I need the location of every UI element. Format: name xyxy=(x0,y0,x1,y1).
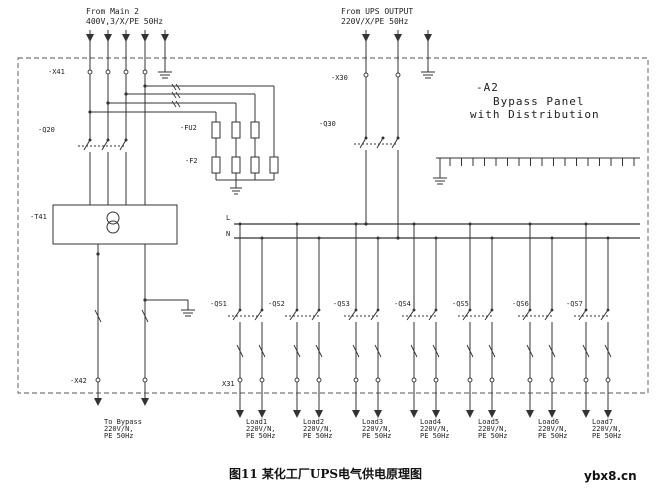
pe-busbar xyxy=(433,157,640,185)
output-extra: PE 50Hz xyxy=(592,432,622,440)
panel-title-line3: with Distribution xyxy=(470,108,600,121)
supply-right-label: From UPS OUTPUT 220V/X/PE 50Hz xyxy=(341,7,413,26)
output-extra: PE 50Hz xyxy=(104,432,134,440)
main2-feeder xyxy=(52,30,279,406)
tag-q30: -Q30 xyxy=(319,120,336,128)
output-extra: PE 50Hz xyxy=(538,432,568,440)
output-spec: 220V/N, xyxy=(478,425,508,433)
output-extra: PE 50Hz xyxy=(246,432,276,440)
tag-f2: -F2 xyxy=(185,157,198,165)
feeder-3: -QS3 xyxy=(333,222,382,418)
tag-x41: -X41 xyxy=(48,68,65,76)
feeder-4: -QS4 xyxy=(394,222,440,418)
output-name: To Bypass xyxy=(104,418,142,426)
panel-title-line2: Bypass Panel xyxy=(493,95,584,108)
breaker-label-qs3: -QS3 xyxy=(333,300,350,308)
supply-left-line1: From Main 2 xyxy=(86,7,139,16)
output-name: Load4 xyxy=(420,418,441,426)
watermark: ybx8.cn xyxy=(584,469,637,483)
fu2-fuses xyxy=(211,121,260,157)
output-spec: 220V/N, xyxy=(592,425,622,433)
output-extra: PE 50Hz xyxy=(303,432,333,440)
q20-breaker xyxy=(78,138,128,205)
output-extra: PE 50Hz xyxy=(362,432,392,440)
output-spec: 220V/N, xyxy=(246,425,276,433)
output-spec: 220V/N, xyxy=(538,425,568,433)
supply-right-line1: From UPS OUTPUT xyxy=(341,7,413,16)
feeder-6: -QS6 xyxy=(512,222,556,418)
f2-devices xyxy=(211,156,279,195)
breaker-label-qs2: -QS2 xyxy=(268,300,285,308)
output-spec: 220V/N, xyxy=(104,425,134,433)
feeder-7: -QS7 xyxy=(566,222,612,418)
output-name: Load1 xyxy=(246,418,267,426)
bus-l-label: L xyxy=(226,214,230,222)
tag-x31: X31 xyxy=(222,380,235,388)
output-extra: PE 50Hz xyxy=(478,432,508,440)
output-name: Load7 xyxy=(592,418,613,426)
bus-n-label: N xyxy=(226,230,230,238)
ups-feeder xyxy=(354,30,640,238)
tag-fu2: -FU2 xyxy=(180,124,197,132)
panel-title: -A2 Bypass Panel with Distribution xyxy=(470,81,600,121)
tag-t41: -T41 xyxy=(30,213,47,221)
load-feeders: -QS1 -QS2 -QS3 -QS4 -QS5 -QS6 -QS7 xyxy=(210,222,612,418)
output-spec: 220V/N, xyxy=(303,425,333,433)
figure-caption: 图11 某化工厂UPS电气供电原理图 xyxy=(229,466,422,481)
output-name: Load3 xyxy=(362,418,383,426)
output-name: Load2 xyxy=(303,418,324,426)
q30-breaker xyxy=(354,136,400,238)
output-name: Load5 xyxy=(478,418,499,426)
feeder-1: -QS1 xyxy=(210,222,266,418)
breaker-label-qs1: -QS1 xyxy=(210,300,227,308)
breaker-label-qs6: -QS6 xyxy=(512,300,529,308)
supply-left-line2: 400V,3/X/PE 50Hz xyxy=(86,17,163,26)
t41-transformer xyxy=(52,204,195,398)
breaker-label-qs4: -QS4 xyxy=(394,300,411,308)
panel-boundary xyxy=(17,57,649,394)
output-spec: 220V/N, xyxy=(362,425,392,433)
output-extra: PE 50Hz xyxy=(420,432,450,440)
output-spec: 220V/N, xyxy=(420,425,450,433)
supply-left-label: From Main 2 400V,3/X/PE 50Hz xyxy=(86,7,163,26)
feeder-5: -QS5 xyxy=(452,222,496,418)
breaker-label-qs5: -QS5 xyxy=(452,300,469,308)
tag-x42: -X42 xyxy=(70,377,87,385)
breaker-label-qs7: -QS7 xyxy=(566,300,583,308)
supply-right-line2: 220V/X/PE 50Hz xyxy=(341,17,409,26)
tag-x30: -X30 xyxy=(331,74,348,82)
output-name: Load6 xyxy=(538,418,559,426)
panel-title-line1: -A2 xyxy=(476,81,499,94)
tag-q20: -Q20 xyxy=(38,126,55,134)
feeder-2: -QS2 xyxy=(268,222,323,418)
